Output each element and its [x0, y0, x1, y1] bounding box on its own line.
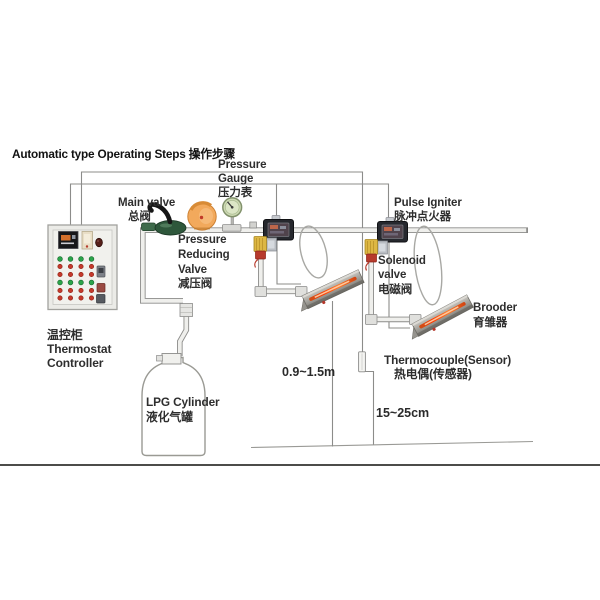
pressure-reducing-valve — [187, 201, 217, 231]
pipe-fittings — [156, 221, 422, 365]
sensor-drop-line — [363, 370, 375, 445]
brooder-label-en: Brooder — [473, 302, 518, 314]
pressure-gauge-label: Pressure Gauge 压力表 — [218, 158, 267, 200]
solenoid-valve-label-en1: Solenoid — [378, 255, 426, 267]
thermocouple-label: Thermocouple(Sensor) 热电偶(传感器) — [384, 353, 512, 382]
pressure-gauge-label-en2: Gauge — [218, 173, 254, 185]
pulse-igniter-label-en: Pulse Igniter — [394, 197, 462, 209]
igniter-cable-2 — [388, 242, 410, 329]
thermocouple-label-en: Thermocouple(Sensor) — [384, 353, 512, 367]
lpg-cylinder — [141, 356, 206, 457]
main-valve — [141, 202, 187, 236]
pressure-gauge — [222, 197, 243, 232]
lpg-cylinder-label: LPG Cylinder 液化气罐 — [146, 395, 220, 424]
pipe-nub — [249, 221, 257, 229]
diagram-title: Automatic type Operating Steps 操作步骤 — [12, 147, 236, 161]
main-valve-label: Main valve 总阀 — [118, 196, 175, 224]
main-valve-label-en: Main valve — [118, 197, 176, 209]
pulse-igniter-label-zh: 脉冲点火器 — [394, 210, 451, 223]
prv-label-en2: Reducing — [178, 248, 230, 261]
cylinder-regulator — [161, 353, 182, 365]
pulse-igniter-1 — [263, 215, 294, 241]
thermocouple-sensor — [358, 351, 366, 373]
controller-display — [58, 231, 79, 249]
ground-line — [250, 440, 534, 449]
solenoid-valve-label-zh: 电磁阀 — [378, 283, 413, 296]
control-wires — [69, 171, 410, 353]
prv-label-en1: Pressure — [178, 234, 227, 246]
main-valve-label-zh: 总阀 — [128, 211, 151, 223]
controller-knob — [95, 237, 103, 248]
prv-label-zh: 减压阀 — [178, 278, 213, 291]
thermocouple-label-zh: 热电偶(传感器) — [394, 366, 472, 381]
lpg-label-en: LPG Cylinder — [146, 395, 220, 409]
brooder-label-zh: 育雏器 — [473, 316, 508, 329]
brooder-label: Brooder 育雏器 — [473, 301, 517, 330]
pressure-reducing-valve-label: Pressure Reducing Valve 减压阀 — [178, 233, 230, 292]
thermocouple-wire — [80, 171, 364, 353]
brooder-height-dimension: 0.9~1.5m — [282, 365, 336, 379]
thermostat-label-en1: Thermostat — [47, 342, 112, 356]
thermostat-controller — [47, 224, 118, 311]
hose-loop-2 — [413, 225, 443, 306]
cylinder-feed-pipe — [177, 314, 190, 356]
pressure-gauge-label-zh: 压力表 — [218, 187, 253, 199]
solenoid-valve-1 — [253, 235, 278, 269]
hose-loop-1 — [299, 225, 328, 279]
thermostat-controller-label: 温控柜 Thermostat Controller — [47, 328, 111, 370]
thermostat-label-zh: 温控柜 — [47, 328, 83, 342]
prv-label-en3: Valve — [178, 263, 207, 276]
thermostat-label-en2: Controller — [47, 356, 104, 370]
igniter-wire-bus — [69, 183, 390, 227]
solenoid-valve-label-en2: valve — [378, 269, 407, 282]
controller-buttons — [57, 256, 95, 301]
pulse-igniter-label: Pulse Igniter 脉冲点火器 — [394, 197, 462, 225]
solenoid-valve-label: Solenoid valve 电磁阀 — [378, 254, 426, 297]
sensor-height-dimension: 15~25cm — [376, 406, 430, 420]
lpg-label-zh: 液化气罐 — [146, 409, 193, 424]
controller-side-modules — [96, 265, 106, 304]
igniter-cable-1 — [276, 240, 301, 285]
controller-meter-card — [81, 231, 93, 250]
pressure-gauge-label-en1: Pressure — [218, 159, 267, 171]
